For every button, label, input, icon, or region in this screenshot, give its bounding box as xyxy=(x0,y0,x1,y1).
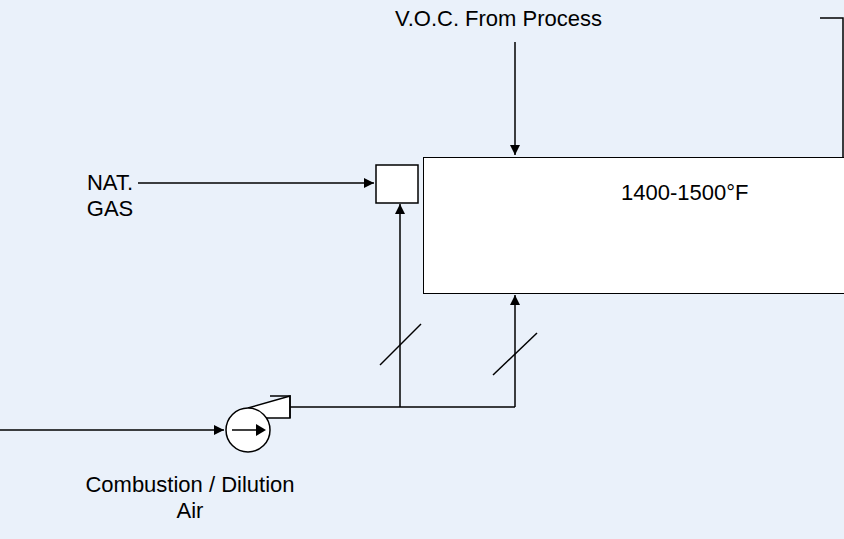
stream-label: V.O.C. From Process xyxy=(395,6,695,32)
voc-inlet-arrow xyxy=(514,42,516,155)
combustion-air-line xyxy=(399,204,401,407)
gas-line xyxy=(138,182,374,184)
stream-label: NAT. GAS xyxy=(78,170,142,222)
air-intake-line xyxy=(0,429,224,431)
combustion-chamber: 1400-1500°F xyxy=(423,157,844,294)
blower-symbol xyxy=(226,396,290,452)
damper-symbol xyxy=(493,333,537,375)
burner-box xyxy=(376,165,418,203)
damper-symbol xyxy=(380,324,421,365)
dilution-air-line xyxy=(514,295,516,407)
stream-label: Combustion / Dilution Air xyxy=(70,472,310,524)
temperature-label: 1400-1500°F xyxy=(621,180,748,206)
blower-arrow xyxy=(232,424,266,436)
stack-outline xyxy=(820,18,843,157)
air-header xyxy=(290,406,515,408)
